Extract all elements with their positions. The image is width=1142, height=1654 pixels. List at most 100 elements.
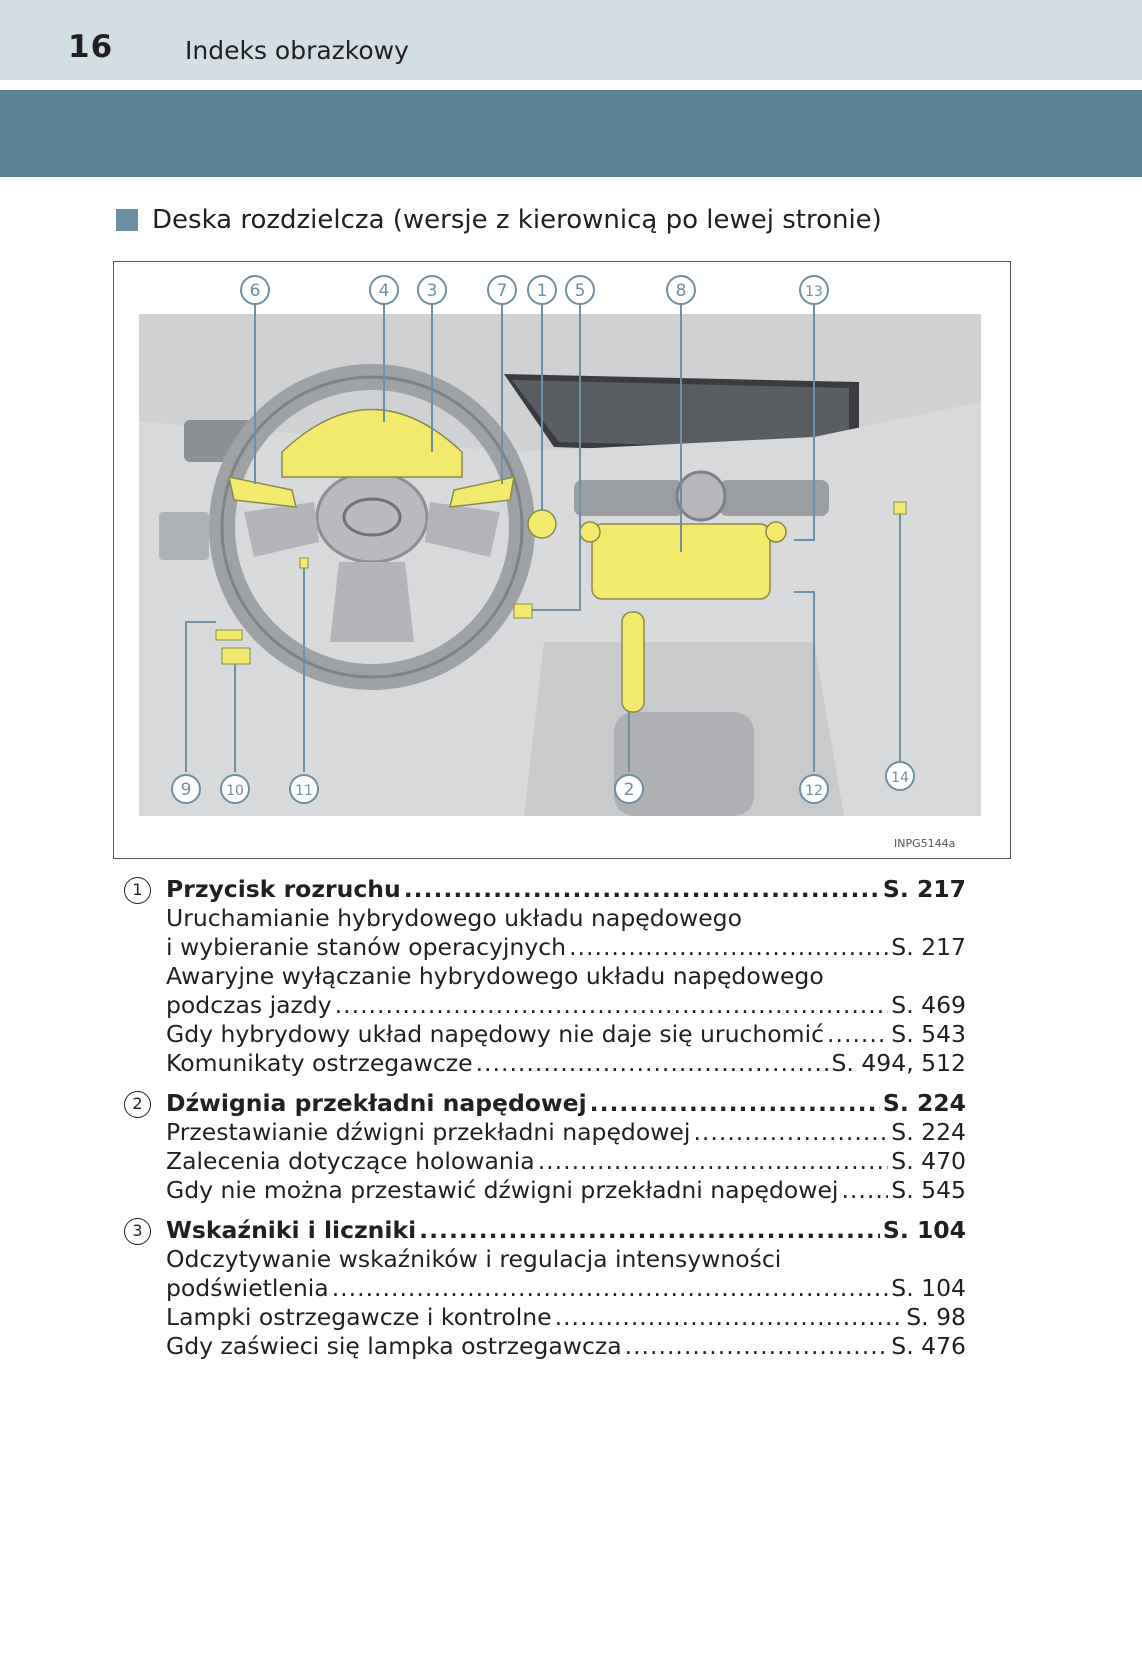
lexus-logo (342, 497, 402, 537)
entry-title-row: Wskaźniki i licznikiS. 104 (124, 1216, 966, 1245)
page-reference: S. 470 (891, 1147, 966, 1175)
entry-subitem-row: i wybieranie stanów operacyjnych S. 217 (124, 933, 966, 962)
entry-subitem-row: podświetleniaS. 104 (124, 1274, 966, 1303)
callout-circle-3 (417, 275, 447, 305)
header-band (0, 0, 1142, 80)
leader-dots (569, 933, 888, 962)
center-vent-left (574, 480, 684, 516)
section-marker-square (116, 209, 138, 231)
left-lever-highlight (228, 476, 297, 508)
entry-subitem-row: Gdy nie można przestawić dźwigni przekła… (124, 1176, 966, 1205)
callout-number-9: 9 (181, 780, 192, 800)
page-reference: S. 224 (891, 1118, 966, 1146)
wheel-spoke-left (244, 502, 319, 557)
leader-lines (185, 302, 901, 772)
callout-circle-2 (614, 774, 644, 804)
callout-number-8: 8 (676, 281, 687, 301)
right-lever-highlight (449, 476, 515, 508)
callout-number-7: 7 (497, 281, 508, 301)
page-reference: S. 224 (882, 1089, 966, 1117)
switch-highlight-11 (299, 557, 309, 569)
callout-number-5: 5 (575, 281, 586, 301)
callout-circle-12 (799, 774, 829, 804)
page-reference: S. 217 (882, 875, 966, 903)
wheel-spoke-bottom (330, 562, 414, 642)
entry-title-row: Przycisk rozruchuS. 217 (124, 875, 966, 904)
start-button-highlight (527, 509, 557, 539)
leader-dots (827, 1020, 888, 1049)
callout-circle-4 (369, 275, 399, 305)
audio-knob-left (579, 521, 601, 543)
callout-number-12: 12 (805, 783, 823, 799)
callout-circle-5 (565, 275, 595, 305)
entry-text: Zalecenia dotyczące holowania (166, 1147, 535, 1175)
entry-text: i wybieranie stanów operacyjnych (166, 933, 567, 961)
entry-text: Komunikaty ostrzegawcze (166, 1049, 473, 1077)
callout-circle-1 (527, 275, 557, 305)
leader-dots (332, 1274, 889, 1303)
callout-number-1: 1 (537, 281, 548, 301)
leader-dots (476, 1049, 829, 1078)
leader-13 (794, 302, 815, 541)
entry-subitem-row: Komunikaty ostrzegawczeS. 494, 512 (124, 1049, 966, 1078)
steering-hub (315, 470, 429, 564)
entry-subitem-row: Przestawianie dźwigni przekładni napędow… (124, 1118, 966, 1147)
entry-text: Gdy hybrydowy układ napędowy nie daje si… (166, 1020, 825, 1048)
entry-subitem-row: Lampki ostrzegawcze i kontrolneS. 98 (124, 1303, 966, 1332)
page-reference: S. 98 (906, 1303, 966, 1331)
leader-dots (625, 1332, 889, 1361)
figure-code: INPG5144a (894, 837, 955, 850)
leader-9 (185, 621, 216, 772)
entry-text: Przestawianie dźwigni przekładni napędow… (166, 1118, 691, 1146)
section-title: Deska rozdzielcza (wersje z kierownicą p… (152, 205, 882, 235)
callout-circle-14 (885, 761, 915, 791)
switch-highlight-9 (215, 629, 243, 641)
callout-number-11: 11 (295, 783, 313, 799)
section-band (0, 90, 1142, 177)
leader-5 (532, 302, 581, 611)
page-reference: S. 217 (891, 933, 966, 961)
callout-number-10: 10 (226, 783, 244, 799)
leader-dots (693, 1118, 888, 1147)
entry-subitem-row: Awaryjne wyłączanie hybrydowego układu n… (124, 962, 966, 991)
shift-lever-highlight (621, 611, 645, 713)
callout-number-14: 14 (891, 770, 909, 786)
entry-number-circle: 3 (124, 1218, 151, 1245)
armrest (614, 712, 754, 816)
callout-circle-13 (799, 275, 829, 305)
header-title: Indeks obrazkowy (185, 36, 409, 65)
page-reference: S. 104 (882, 1216, 966, 1244)
entry-text: Dźwignia przekładni napędowej (166, 1089, 587, 1117)
page-reference: S. 545 (891, 1176, 966, 1204)
switch-highlight-14 (893, 501, 907, 515)
callout-number-3: 3 (427, 281, 438, 301)
entry-text: podświetlenia (166, 1274, 329, 1302)
gauge-cluster-highlight (281, 408, 463, 478)
section-heading: Deska rozdzielcza (wersje z kierownicą p… (116, 207, 882, 233)
callout-circle-10 (220, 774, 250, 804)
callout-circle-7 (487, 275, 517, 305)
callout-number-2: 2 (624, 780, 635, 800)
wheel-spoke-right (425, 502, 500, 557)
callout-circle-9 (171, 774, 201, 804)
clock (675, 470, 727, 522)
leader-dots (590, 1089, 880, 1118)
center-vent-right (719, 480, 829, 516)
callout-number-6: 6 (250, 281, 261, 301)
entry-text: Gdy nie można przestawić dźwigni przekła… (166, 1176, 839, 1204)
switch-highlight-10 (221, 647, 251, 665)
leader-12 (794, 591, 815, 772)
callout-number-4: 4 (379, 281, 390, 301)
page-reference: S. 469 (891, 991, 966, 1019)
entry-text: Uruchamianie hybrydowego układu napędowe… (166, 904, 742, 932)
page-number: 16 (68, 29, 114, 65)
callout-circle-6 (240, 275, 270, 305)
entry-title-row: Dźwignia przekładni napędowej S. 224 (124, 1089, 966, 1118)
